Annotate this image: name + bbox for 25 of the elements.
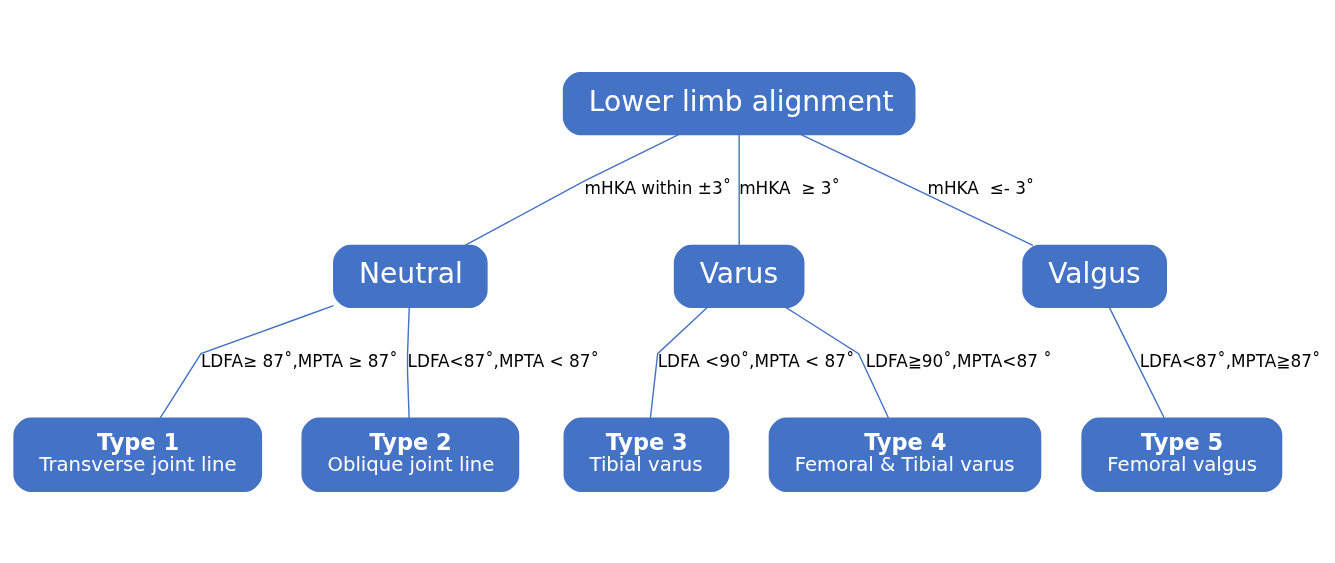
- node-box: Type 4 Femoral & Tibial varus: [768, 417, 1042, 492]
- connector: [406, 306, 410, 419]
- node-box: Type 5 Femoral valgus: [1081, 417, 1283, 492]
- edge-label: LDFA<87˚,MPTA < 87˚: [407, 350, 599, 371]
- node-box: Type 2 Oblique joint line: [301, 417, 520, 492]
- edge-label: LDFA≧90˚,MPTA<87 ˚: [865, 350, 1052, 371]
- connector: [649, 306, 709, 419]
- node-box: Type 3 Tibial varus: [563, 417, 730, 492]
- node-box: Varus: [673, 244, 805, 308]
- edge-label: mHKA within ±3˚: [584, 177, 732, 198]
- node-box: Valgus: [1022, 244, 1168, 308]
- edge-label: LDFA<87˚,MPTA≧87˚: [1139, 350, 1321, 371]
- node-box: Type 1 Transverse joint line: [13, 417, 263, 492]
- edge-label: LDFA≥ 87˚,MPTA ≥ 87˚: [200, 350, 398, 371]
- connector: [464, 133, 680, 246]
- edge-label: mHKA ≤- 3˚: [927, 177, 1035, 198]
- node-box: Neutral: [333, 244, 488, 308]
- connector: [1108, 306, 1165, 419]
- connector: [159, 304, 335, 419]
- connector: [738, 133, 740, 246]
- edge-label: LDFA <90˚,MPTA < 87˚: [657, 350, 855, 371]
- node-box: Lower limb alignment: [562, 71, 916, 135]
- connector: [785, 306, 890, 419]
- edge-label: mHKA ≥ 3˚: [739, 177, 840, 198]
- connector: [800, 133, 1034, 246]
